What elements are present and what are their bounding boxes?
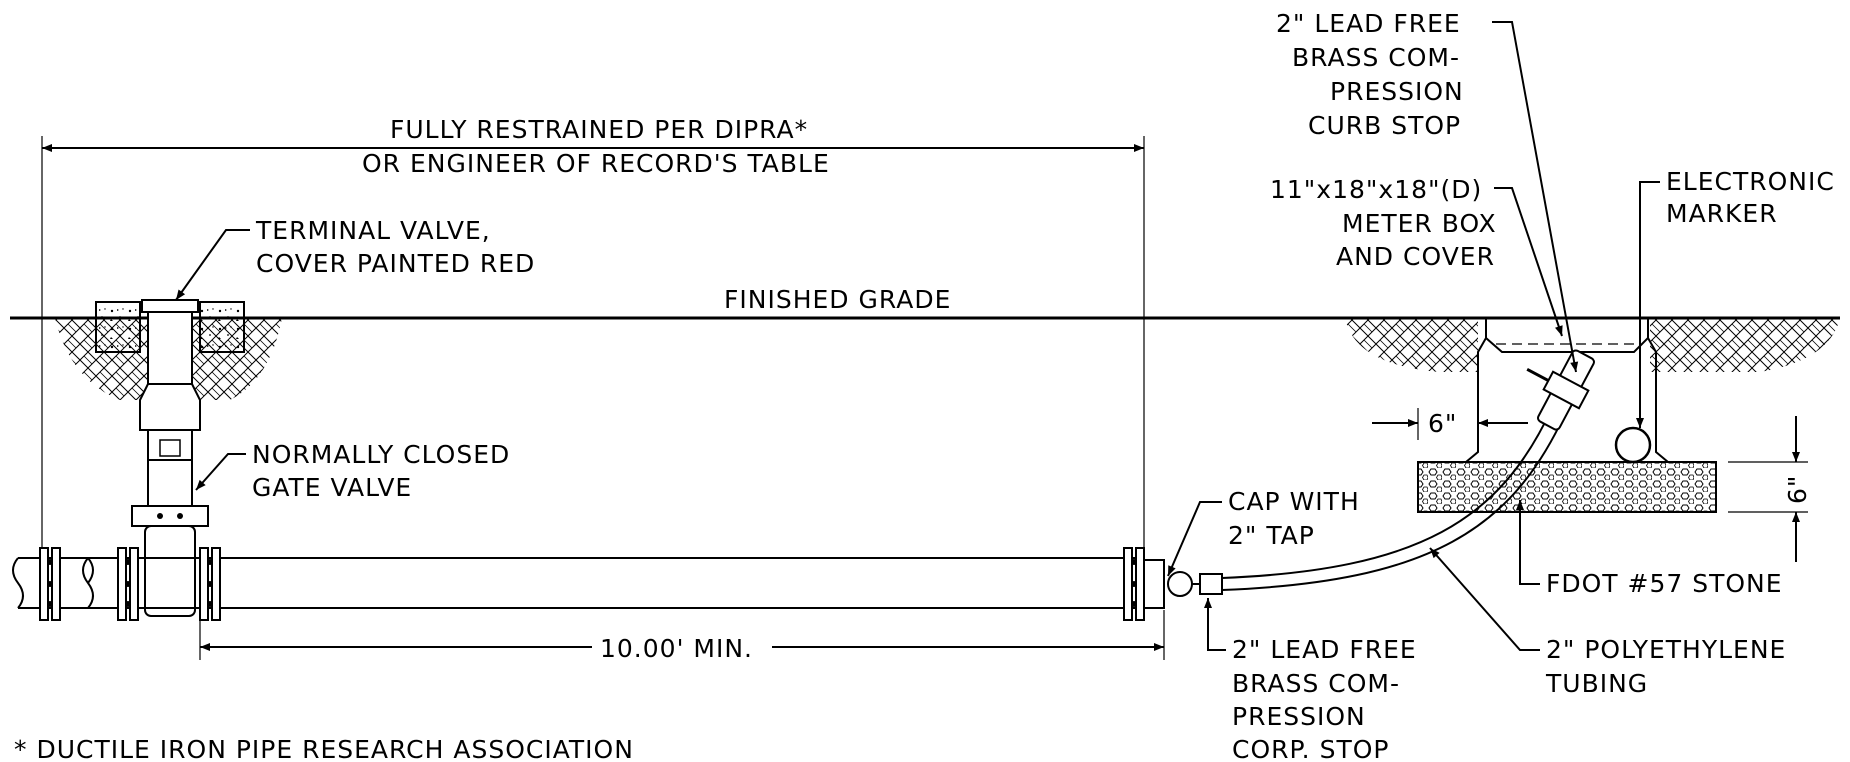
corp-stop-label-line1: 2" LEAD FREE — [1232, 635, 1417, 664]
gate-valve-label-line1: NORMALLY CLOSED — [252, 440, 510, 469]
curb-stop-label-line4: CURB STOP — [1308, 111, 1461, 140]
flange-joint-2 — [117, 547, 139, 621]
restrained-label-line2: OR ENGINEER OF RECORD'S TABLE — [362, 149, 830, 178]
terminal-valve-box — [139, 299, 201, 461]
gate-valve-leader — [195, 453, 246, 491]
gate-valve-label-line2: GATE VALVE — [252, 473, 412, 502]
marker-leader — [1636, 181, 1660, 428]
curb-stop-label-line1: 2" LEAD FREE — [1276, 9, 1461, 38]
marker-label-line1: ELECTRONIC — [1666, 167, 1835, 196]
concrete-pad-right — [199, 301, 245, 353]
flange-joint-1 — [39, 547, 61, 621]
restrained-label-line1: FULLY RESTRAINED PER DIPRA* — [390, 115, 808, 144]
corp-stop-leader — [1204, 598, 1226, 651]
fdot-57-stone-bed — [1417, 461, 1717, 513]
marker-label-line2: MARKER — [1666, 199, 1778, 228]
curb-stop-label-line2: BRASS COM- — [1292, 43, 1460, 72]
six-inch-v-label: 6" — [1783, 475, 1812, 504]
six-inch-h-label: 6" — [1428, 409, 1457, 438]
cap-leader — [1167, 501, 1222, 577]
finished-grade-label: FINISHED GRADE — [724, 285, 951, 314]
electronic-marker — [1614, 426, 1652, 464]
corp-stop — [1167, 571, 1193, 597]
meter-box-label-line2: METER BOX — [1342, 209, 1497, 238]
curb-stop-leader — [1492, 21, 1579, 373]
terminal-valve-label-line1: TERMINAL VALVE, — [255, 216, 491, 245]
tubing-leader — [1429, 547, 1540, 651]
corp-stop-label-line2: BRASS COM- — [1232, 669, 1400, 698]
length-dim-label: 10.00' MIN. — [600, 634, 753, 663]
meter-box-label-line1: 11"x18"x18"(D) — [1270, 175, 1482, 204]
concrete-pad-left — [95, 301, 141, 353]
polyethylene-tubing — [1221, 407, 1566, 591]
footnote-text: * DUCTILE IRON PIPE RESEARCH ASSOCIATION — [14, 735, 634, 762]
stone-label: FDOT #57 STONE — [1546, 569, 1783, 598]
corp-stop-label-line4: CORP. STOP — [1232, 735, 1389, 762]
stone-leader — [1516, 500, 1540, 585]
soil-hatch-right — [1345, 318, 1840, 372]
corp-stop-label-line3: PRESSION — [1232, 702, 1366, 731]
cap-label-line1: CAP WITH — [1228, 487, 1360, 516]
cap-label-line2: 2" TAP — [1228, 521, 1315, 550]
meter-box-leader — [1494, 187, 1563, 337]
tubing-label-line1: 2" POLYETHYLENE — [1546, 635, 1786, 664]
terminal-valve-label-line2: COVER PAINTED RED — [256, 249, 535, 278]
corp-stop-fitting — [1199, 573, 1223, 595]
pipe-end-cap — [1143, 559, 1165, 609]
curb-stop-valve — [1526, 349, 1595, 431]
flange-joint-3 — [199, 547, 221, 621]
terminal-valve-leader — [175, 229, 250, 301]
gate-valve — [131, 459, 209, 617]
length-dim-mask — [592, 630, 772, 664]
meter-box-label-line3: AND COVER — [1336, 242, 1495, 271]
tubing-label-line2: TUBING — [1545, 669, 1648, 698]
curb-stop-label-line3: PRESSION — [1330, 77, 1464, 106]
